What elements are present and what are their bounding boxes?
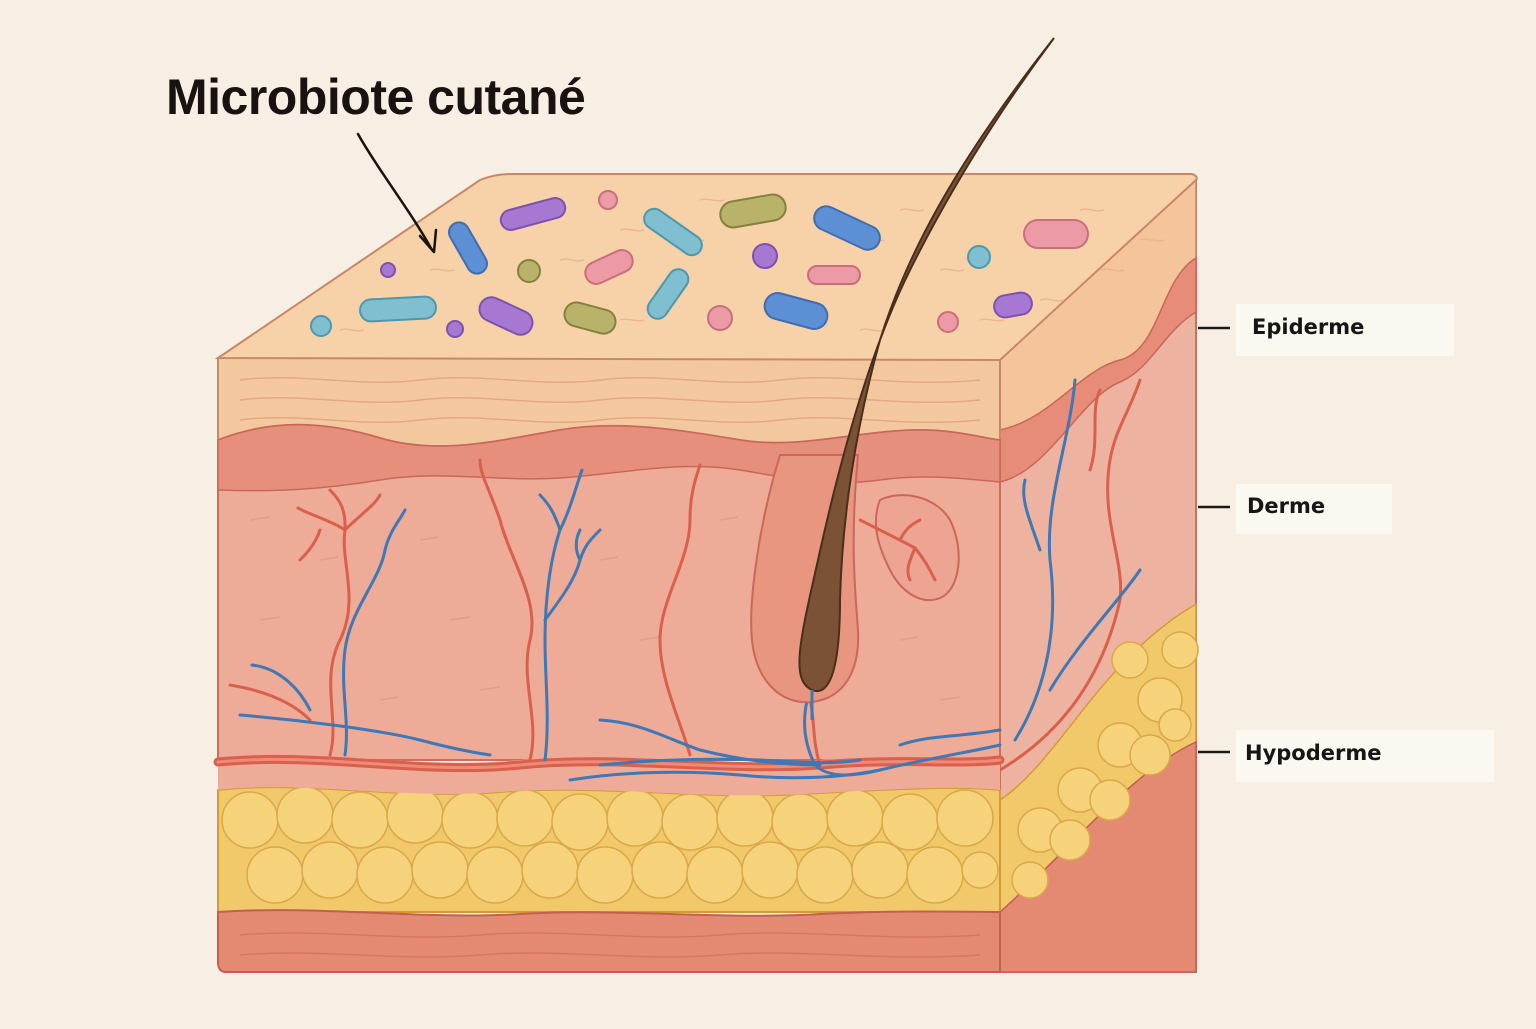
title-arrow	[356, 132, 434, 252]
label-epiderme: Epiderme	[1252, 315, 1365, 339]
sebaceous-gland	[858, 494, 960, 601]
fat-cells	[221, 786, 999, 904]
label-background-epiderme	[1236, 304, 1454, 356]
label-hypoderme: Hypoderme	[1245, 741, 1382, 765]
front-face	[213, 357, 1005, 973]
hair-shaft	[798, 37, 1055, 720]
label-background-hypoderme	[1236, 730, 1494, 782]
blood-vessels	[228, 458, 1002, 782]
label-leaders	[1198, 326, 1230, 754]
diagram-title: Microbiote cutané	[166, 69, 586, 125]
right-side-face	[998, 175, 1199, 973]
label-derme: Derme	[1247, 494, 1326, 518]
side-fat-cells	[1011, 631, 1199, 899]
label-background-derme	[1236, 484, 1392, 534]
microbiota-bacteria	[310, 190, 1089, 338]
top-face	[214, 173, 1198, 362]
